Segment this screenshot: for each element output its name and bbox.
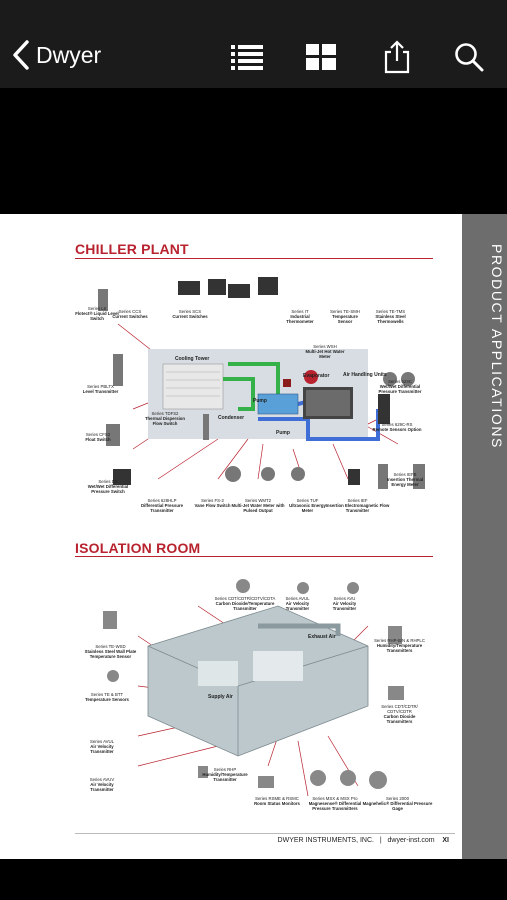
list-icon <box>231 45 263 70</box>
back-button[interactable]: Dwyer <box>12 40 101 70</box>
label-supply-air: Supply Air <box>208 694 233 700</box>
section-title-isolation-room: ISOLATION ROOM <box>75 540 201 556</box>
chevron-left-icon <box>13 40 29 70</box>
footer-separator: | <box>379 837 382 844</box>
label-pump-2: Pump <box>276 430 290 436</box>
footer-url: dwyer-inst.com <box>387 837 435 844</box>
label-exhaust-air: Exhaust Air <box>308 634 336 640</box>
section-title-chiller-plant: CHILLER PLANT <box>75 241 189 257</box>
label-pump-1: Pump <box>253 398 267 404</box>
side-tab <box>462 214 507 859</box>
label-evaporator: Evaporator <box>303 373 329 379</box>
toolbar: Dwyer <box>0 0 507 88</box>
footer-company: DWYER INSTRUMENTS, INC. <box>277 837 374 844</box>
bottom-area <box>0 859 507 900</box>
search-icon <box>455 43 484 72</box>
label-cooling-tower: Cooling Tower <box>175 356 209 362</box>
section-rule <box>75 258 433 259</box>
page-footer: DWYER INSTRUMENTS, INC. | dwyer-inst.com… <box>278 837 449 844</box>
chiller-plant-diagram: Cooling Tower Evaporator Condenser Pump … <box>98 277 425 489</box>
document-page[interactable]: PRODUCT APPLICATIONS CHILLER PLANT <box>0 214 507 859</box>
share-icon <box>384 40 410 74</box>
list-button[interactable] <box>230 40 264 74</box>
section-rule <box>75 556 433 557</box>
grid-icon <box>306 44 336 70</box>
footer-page-number: XI <box>442 837 449 844</box>
label-condenser: Condenser <box>218 415 244 421</box>
side-tab-label: PRODUCT APPLICATIONS <box>489 244 505 449</box>
back-label: Dwyer <box>36 41 102 68</box>
search-button[interactable] <box>452 40 486 74</box>
grid-button[interactable] <box>304 40 338 74</box>
label-air-handling: Air Handling Units <box>343 372 387 378</box>
footer-rule <box>75 833 455 834</box>
isolation-room-diagram: Exhaust Air Supply Air <box>103 579 404 797</box>
share-button[interactable] <box>380 40 414 74</box>
